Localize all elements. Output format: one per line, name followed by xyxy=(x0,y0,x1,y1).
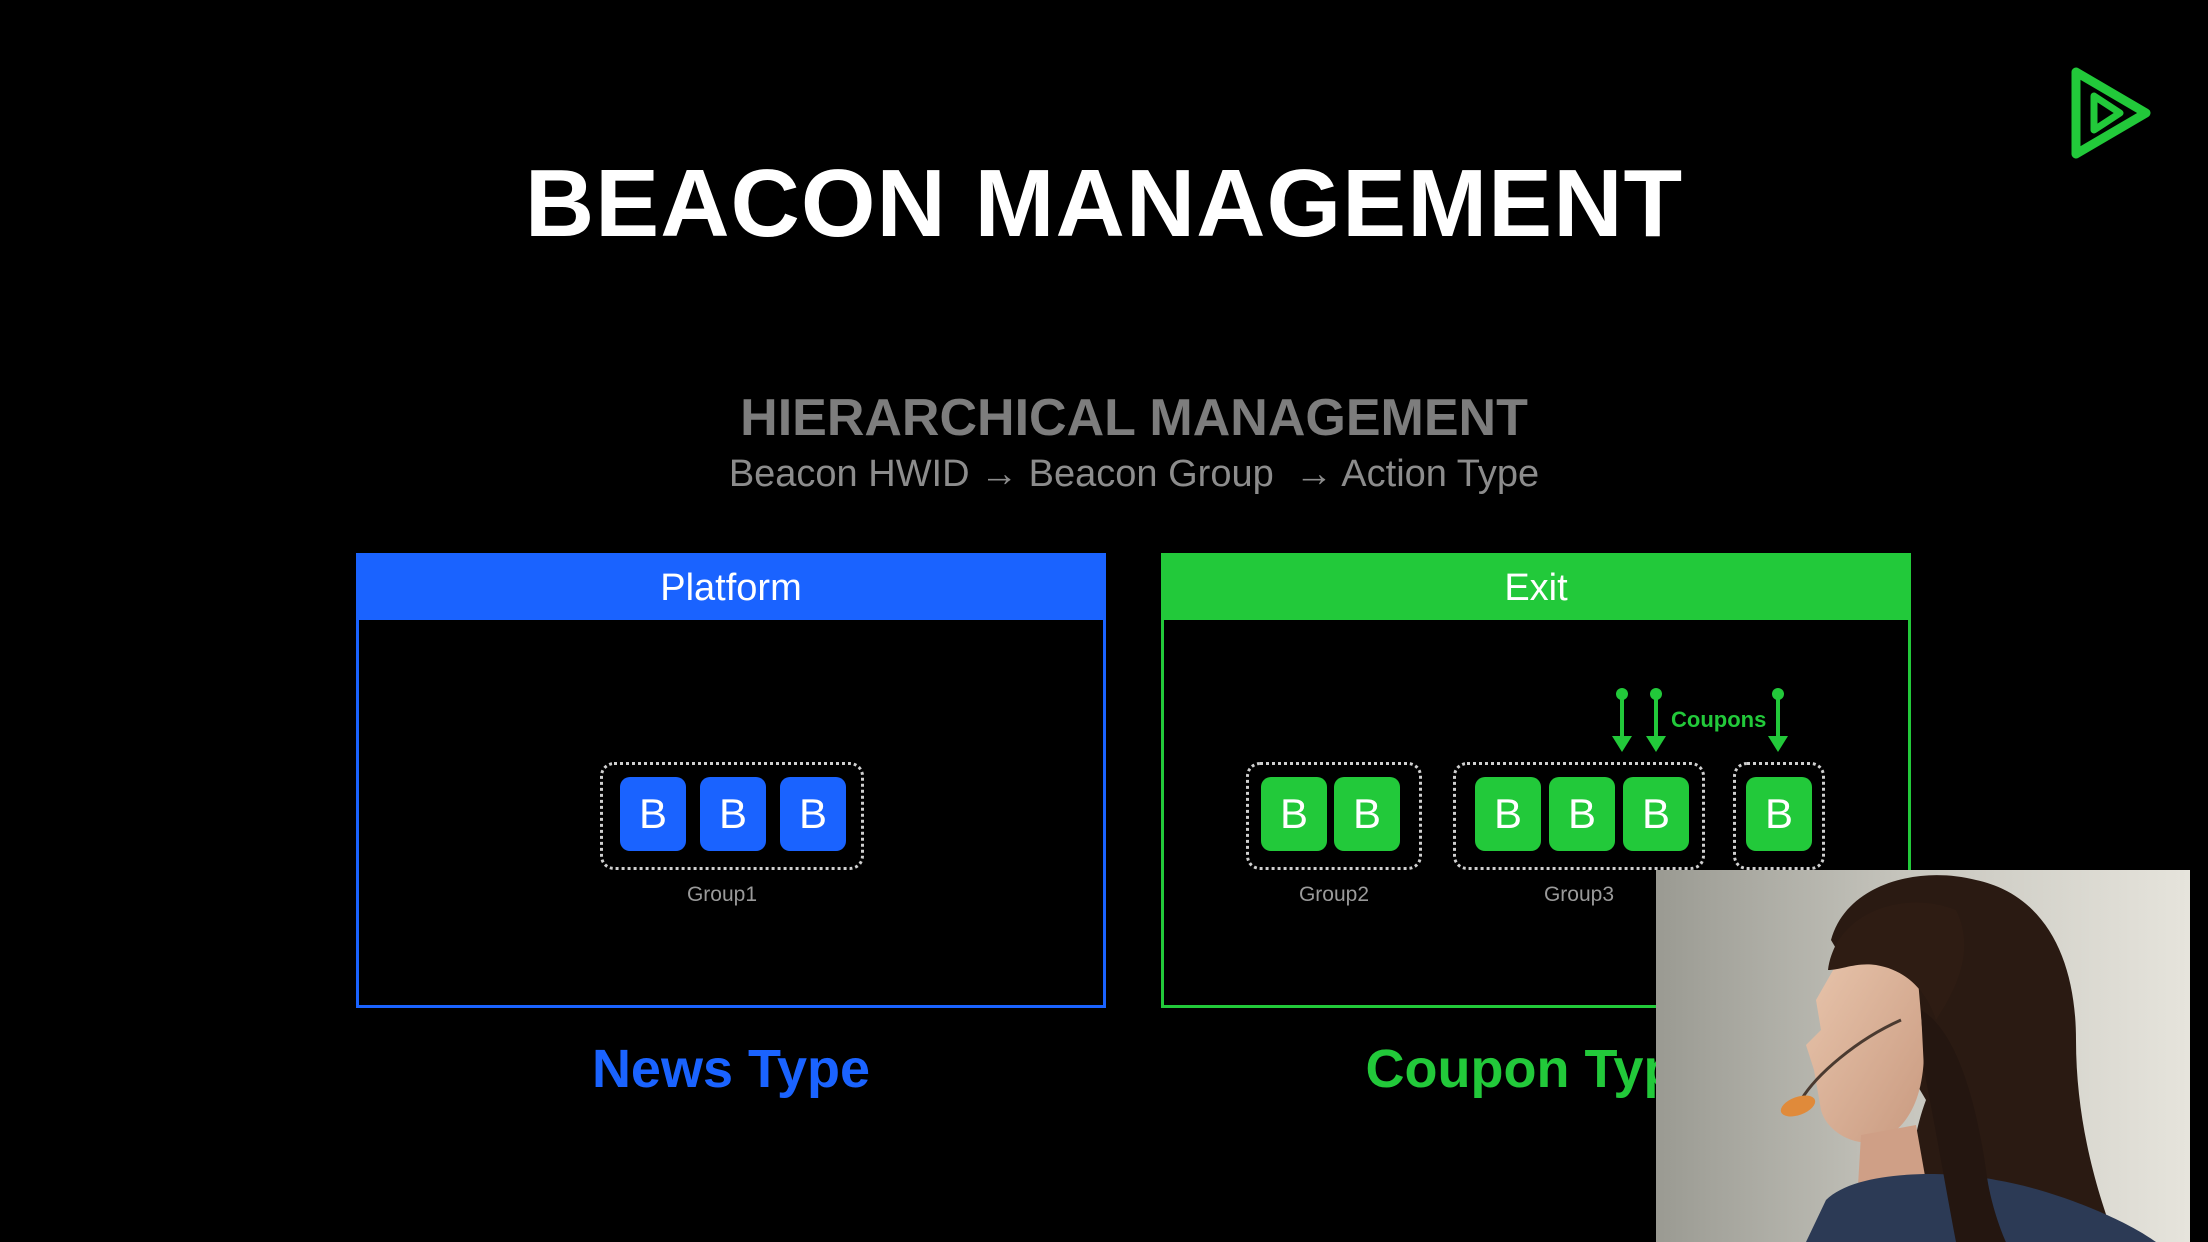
beacon-tile: B xyxy=(1475,777,1541,851)
slide-subtitle: HIERARCHICAL MANAGEMENT xyxy=(740,389,1528,447)
group4-box: B xyxy=(1733,762,1825,870)
exit-panel: Exit B B Group2 B B B Group3 B xyxy=(1161,553,1911,1008)
play-logo-icon xyxy=(2071,67,2151,159)
beacon-tile: B xyxy=(1334,777,1400,851)
beacon-tile: B xyxy=(780,777,846,851)
beacon-tile: B xyxy=(1261,777,1327,851)
coupon-type-caption: Coupon Type xyxy=(1365,1039,1707,1099)
group1-box: B B B xyxy=(600,762,864,870)
beacon-tile: B xyxy=(1549,777,1615,851)
speaker-photo xyxy=(1656,870,2190,1242)
group2-box: B B xyxy=(1246,762,1422,870)
speaker-video-inset xyxy=(1656,870,2190,1242)
coupons-label: Coupons xyxy=(1671,707,1767,732)
platform-header: Platform xyxy=(359,556,1103,620)
slide-title: BEACON MANAGEMENT xyxy=(524,150,1684,257)
group1-label: Group1 xyxy=(686,883,758,906)
coupon-arrows xyxy=(1612,688,1788,752)
group3-box: B B B xyxy=(1453,762,1705,870)
beacon-tile: B xyxy=(620,777,686,851)
group2-label: Group2 xyxy=(1298,883,1370,906)
beacon-tile: B xyxy=(700,777,766,851)
exit-header: Exit xyxy=(1164,556,1908,620)
arrow-down-icon xyxy=(1646,688,1666,752)
beacon-tile: B xyxy=(1746,777,1812,851)
beacon-tile: B xyxy=(1623,777,1689,851)
platform-panel: Platform B B B Group1 xyxy=(356,553,1106,1008)
arrow-down-icon xyxy=(1612,688,1632,752)
hierarchy-line: Beacon HWID → Beacon Group → Action Type xyxy=(728,453,1540,495)
news-type-caption: News Type xyxy=(591,1039,871,1099)
group3-label: Group3 xyxy=(1543,883,1615,906)
arrow-down-icon xyxy=(1768,688,1788,752)
